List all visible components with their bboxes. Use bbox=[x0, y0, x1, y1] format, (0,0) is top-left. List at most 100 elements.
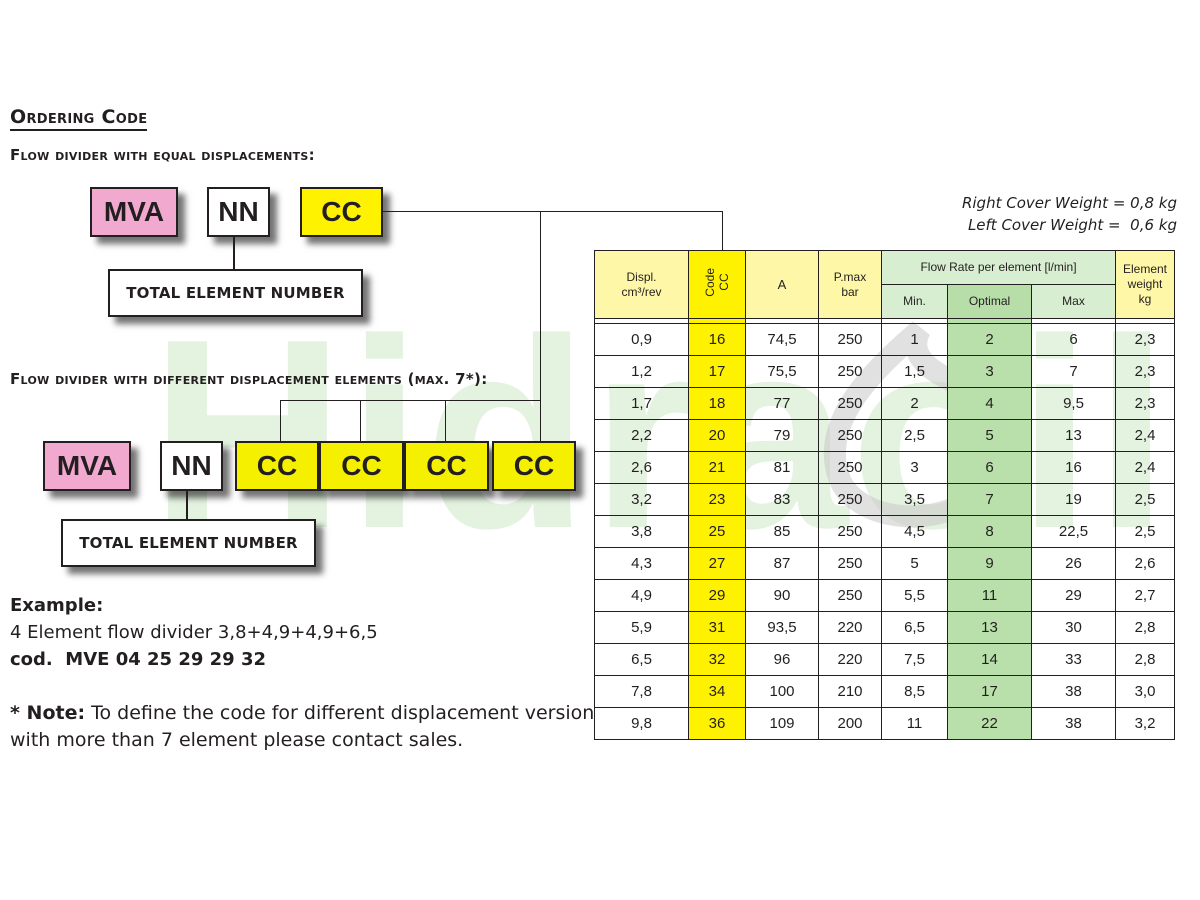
connector-line bbox=[360, 400, 361, 441]
code-box-cc-1: CC bbox=[235, 441, 319, 491]
header-text: CC bbox=[717, 273, 731, 292]
cell-code: 25 bbox=[688, 515, 746, 548]
cell-a: 100 bbox=[745, 675, 819, 708]
cell-displ: 7,8 bbox=[594, 675, 689, 708]
cell-weight: 2,4 bbox=[1115, 419, 1175, 452]
cell-pmax: 250 bbox=[818, 547, 882, 580]
code-box-cc-4: CC bbox=[492, 441, 576, 491]
cell-max: 7 bbox=[1031, 355, 1116, 388]
cell-max: 30 bbox=[1031, 611, 1116, 644]
cell-weight: 2,5 bbox=[1115, 515, 1175, 548]
cell-pmax: 250 bbox=[818, 323, 882, 356]
example-code: cod. MVE 04 25 29 29 32 bbox=[10, 649, 267, 670]
cell-min: 5 bbox=[881, 547, 948, 580]
cell-min: 8,5 bbox=[881, 675, 948, 708]
cell-a: 96 bbox=[745, 643, 819, 676]
cover-weights: Right Cover Weight = 0,8 kg Left Cover W… bbox=[962, 192, 1177, 236]
cell-a: 75,5 bbox=[745, 355, 819, 388]
cell-max: 38 bbox=[1031, 675, 1116, 708]
cell-optimal: 13 bbox=[947, 611, 1032, 644]
cell-a: 109 bbox=[745, 707, 819, 740]
cell-optimal: 2 bbox=[947, 323, 1032, 356]
connector-line bbox=[280, 400, 541, 401]
cell-weight: 2,5 bbox=[1115, 483, 1175, 516]
code-box-label: CC bbox=[321, 196, 362, 227]
header-text: Flow Rate per element [l/min] bbox=[920, 260, 1077, 274]
cell-pmax: 210 bbox=[818, 675, 882, 708]
header-flow-rate: Flow Rate per element [l/min] bbox=[881, 250, 1116, 285]
header-max: Max bbox=[1031, 284, 1116, 319]
note-text2: with more than 7 element please contact … bbox=[10, 729, 464, 751]
total-element-number-label: TOTAL ELEMENT NUMBER bbox=[126, 284, 345, 302]
cell-code: 29 bbox=[688, 579, 746, 612]
cell-max: 29 bbox=[1031, 579, 1116, 612]
cell-pmax: 250 bbox=[818, 419, 882, 452]
cell-code: 34 bbox=[688, 675, 746, 708]
header-displ: Displ.cm³/rev bbox=[594, 250, 689, 319]
header-text: Displ. bbox=[626, 269, 657, 284]
cell-displ: 2,2 bbox=[594, 419, 689, 452]
code-box-label: NN bbox=[218, 196, 259, 227]
note-block: * Note: To define the code for different… bbox=[10, 700, 594, 754]
cell-optimal: 3 bbox=[947, 355, 1032, 388]
connector-line bbox=[383, 211, 723, 212]
header-min: Min. bbox=[881, 284, 948, 319]
cell-pmax: 250 bbox=[818, 355, 882, 388]
cell-a: 90 bbox=[745, 579, 819, 612]
cell-code: 16 bbox=[688, 323, 746, 356]
cell-max: 38 bbox=[1031, 707, 1116, 740]
cell-displ: 4,3 bbox=[594, 547, 689, 580]
cell-min: 3,5 bbox=[881, 483, 948, 516]
code-box-label: MVA bbox=[103, 196, 165, 227]
cell-optimal: 22 bbox=[947, 707, 1032, 740]
code-box-label: CC bbox=[341, 450, 382, 481]
cell-displ: 3,2 bbox=[594, 483, 689, 516]
cell-min: 7,5 bbox=[881, 643, 948, 676]
header-a: A bbox=[745, 250, 819, 319]
cell-min: 2 bbox=[881, 387, 948, 420]
cell-weight: 2,4 bbox=[1115, 451, 1175, 484]
note-text1: To define the code for different displac… bbox=[85, 702, 595, 724]
example-block: Example: 4 Element flow divider 3,8+4,9+… bbox=[10, 592, 378, 673]
cell-displ: 4,9 bbox=[594, 579, 689, 612]
header-text: Min. bbox=[903, 294, 926, 308]
cell-min: 1,5 bbox=[881, 355, 948, 388]
cell-displ: 6,5 bbox=[594, 643, 689, 676]
cell-min: 6,5 bbox=[881, 611, 948, 644]
cell-optimal: 5 bbox=[947, 419, 1032, 452]
cell-weight: 2,3 bbox=[1115, 355, 1175, 388]
note-label: * Note: bbox=[10, 702, 86, 724]
cell-optimal: 4 bbox=[947, 387, 1032, 420]
header-text: Code bbox=[703, 268, 717, 297]
cell-a: 77 bbox=[745, 387, 819, 420]
cell-weight: 3,2 bbox=[1115, 707, 1175, 740]
code-box-label: CC bbox=[256, 450, 298, 481]
cell-pmax: 250 bbox=[818, 387, 882, 420]
header-text: P.max bbox=[833, 269, 867, 284]
cell-weight: 2,6 bbox=[1115, 547, 1175, 580]
cell-weight: 2,3 bbox=[1115, 323, 1175, 356]
cell-min: 2,5 bbox=[881, 419, 948, 452]
header-text: Max bbox=[1062, 294, 1085, 308]
right-cover-weight: Right Cover Weight = 0,8 kg bbox=[961, 194, 1177, 212]
cell-pmax: 250 bbox=[818, 515, 882, 548]
cell-max: 6 bbox=[1031, 323, 1116, 356]
header-text: A bbox=[777, 276, 787, 292]
header-text: cm³/rev bbox=[621, 284, 662, 299]
code-box-nn: NN bbox=[207, 187, 270, 237]
code-box-nn: NN bbox=[160, 441, 223, 491]
cell-max: 13 bbox=[1031, 419, 1116, 452]
cell-code: 23 bbox=[688, 483, 746, 516]
cell-optimal: 17 bbox=[947, 675, 1032, 708]
example-line1: 4 Element flow divider 3,8+4,9+4,9+6,5 bbox=[10, 622, 378, 643]
cell-min: 3 bbox=[881, 451, 948, 484]
